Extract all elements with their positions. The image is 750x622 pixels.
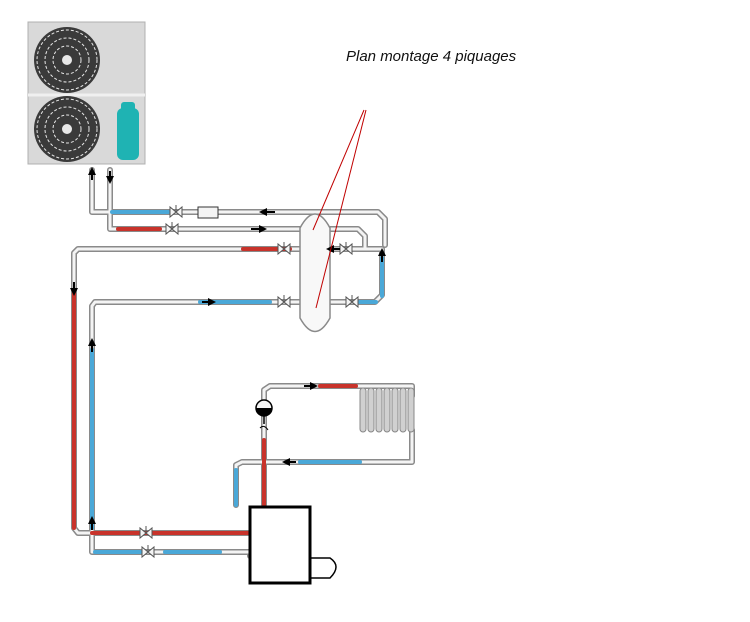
radiator-icon xyxy=(359,387,415,433)
valve-icon xyxy=(277,295,291,309)
valve-icon xyxy=(141,545,155,559)
filter-icon xyxy=(197,206,219,219)
valve-icon xyxy=(165,222,179,236)
compressor-icon xyxy=(117,102,139,160)
valve-icon xyxy=(139,526,153,540)
circulator-pump-icon xyxy=(255,399,273,431)
annotation-lines xyxy=(312,109,367,309)
cold-pipe-segments xyxy=(90,210,384,554)
buffer-tank xyxy=(299,213,331,333)
valve-icon xyxy=(277,242,291,256)
outdoor-unit xyxy=(27,21,146,165)
diagram-title: Plan montage 4 piquages xyxy=(346,48,517,65)
valve-icon xyxy=(339,242,353,256)
pipe-network xyxy=(71,167,415,559)
flow-arrows xyxy=(70,167,386,530)
valve-icon xyxy=(345,295,359,309)
hot-pipe-segments xyxy=(72,227,358,535)
valve-icon xyxy=(169,205,183,219)
valves xyxy=(139,205,359,559)
fan-icon-top xyxy=(34,27,100,93)
boiler-icon xyxy=(248,505,337,585)
fan-icon-bottom xyxy=(34,96,100,162)
